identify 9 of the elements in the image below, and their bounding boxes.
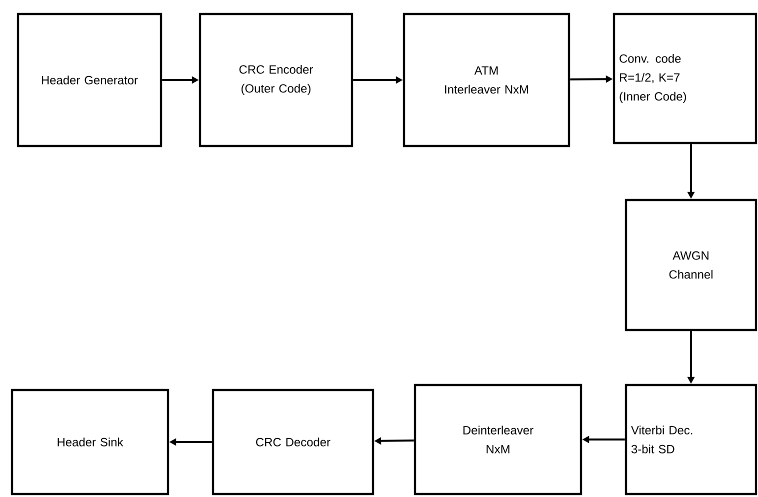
process-box: AWGN Channel — [624, 198, 758, 332]
process-box: CRC Decoder — [212, 388, 374, 496]
process-box: Header Generator — [16, 12, 162, 148]
process-box: Conv. code R=1/2, K=7 (Inner Code) — [612, 12, 758, 144]
process-box: Viterbi Dec. 3-bit SD — [624, 384, 758, 496]
process-box: Deinterleaver NxM — [414, 384, 582, 496]
process-box: CRC Encoder (Outer Code) — [198, 12, 354, 148]
process-box: ATM Interleaver NxM — [402, 12, 570, 148]
process-box: Header Sink — [10, 388, 170, 496]
